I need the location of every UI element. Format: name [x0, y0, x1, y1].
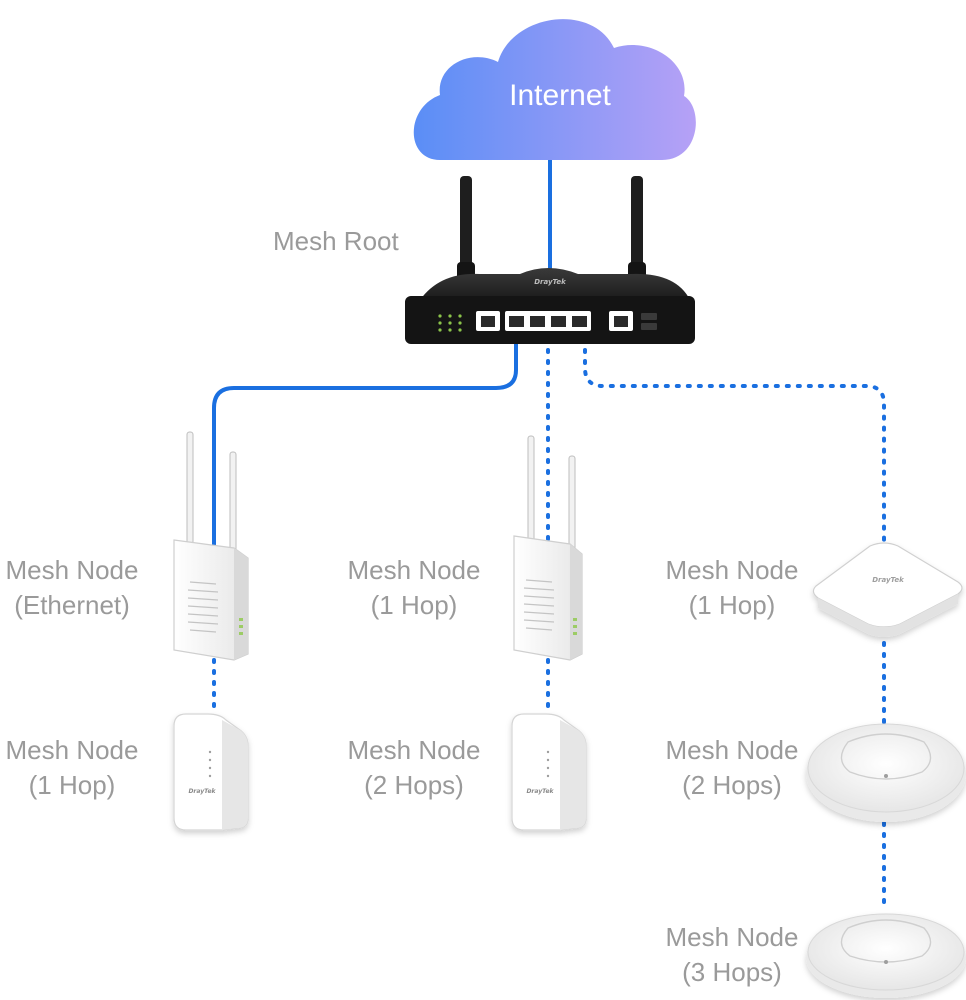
access-point-ethernet-icon: [173, 431, 249, 661]
wireless-link-root-node-right: [583, 348, 886, 542]
node-label-line1: Mesh Node: [5, 555, 139, 585]
access-point-flat-icon: [812, 542, 963, 637]
node-label-left-hop1: Mesh Node (1 Hop): [0, 733, 144, 803]
node-label-right-hop1: Mesh Node (1 Hop): [660, 553, 804, 623]
wired-link-root-node-ethernet: [212, 344, 518, 545]
mesh-root-label: Mesh Root: [273, 226, 399, 256]
ethernet-ports: [476, 311, 657, 331]
router-icon: [405, 176, 695, 344]
node-label-line1: Mesh Node: [347, 735, 481, 765]
node-label-line2: (2 Hops): [682, 770, 782, 800]
access-point-center-icon: [513, 435, 583, 661]
node-label-line2: (1 Hop): [370, 590, 458, 620]
node-label-line2: (1 Hop): [28, 770, 116, 800]
plug-in-node-left-icon: [173, 713, 249, 831]
node-label-line2: (3 Hops): [682, 957, 782, 987]
flat-ap-brand-logo: DrayTek: [872, 576, 905, 584]
node-label-line2: (Ethernet): [14, 590, 130, 620]
connection-lines: [212, 158, 886, 910]
node-label-right-hop3: Mesh Node (3 Hops): [660, 920, 804, 990]
router-brand-logo: DrayTek: [534, 278, 567, 286]
node-label-line1: Mesh Node: [5, 735, 139, 765]
internet-cloud-icon: [413, 19, 696, 160]
plug-in-node-center-icon: [511, 713, 587, 831]
plug-center-brand-logo: DrayTek: [526, 788, 554, 795]
internet-label: Internet: [509, 79, 611, 112]
status-leds: [438, 314, 462, 332]
node-label-line1: Mesh Node: [665, 555, 799, 585]
plug-left-brand-logo: DrayTek: [188, 788, 216, 795]
node-label-line1: Mesh Node: [665, 735, 799, 765]
node-label-right-hop2: Mesh Node (2 Hops): [660, 733, 804, 803]
node-label-line2: (2 Hops): [364, 770, 464, 800]
node-label-center-hop1: Mesh Node (1 Hop): [342, 553, 486, 623]
node-label-line1: Mesh Node: [665, 922, 799, 952]
node-label-ethernet: Mesh Node (Ethernet): [0, 553, 144, 623]
ceiling-ap-icon-1: [806, 723, 966, 822]
node-label-center-hop2: Mesh Node (2 Hops): [342, 733, 486, 803]
node-label-line1: Mesh Node: [347, 555, 481, 585]
ceiling-ap-icon-2: [806, 913, 966, 998]
node-label-line2: (1 Hop): [688, 590, 776, 620]
